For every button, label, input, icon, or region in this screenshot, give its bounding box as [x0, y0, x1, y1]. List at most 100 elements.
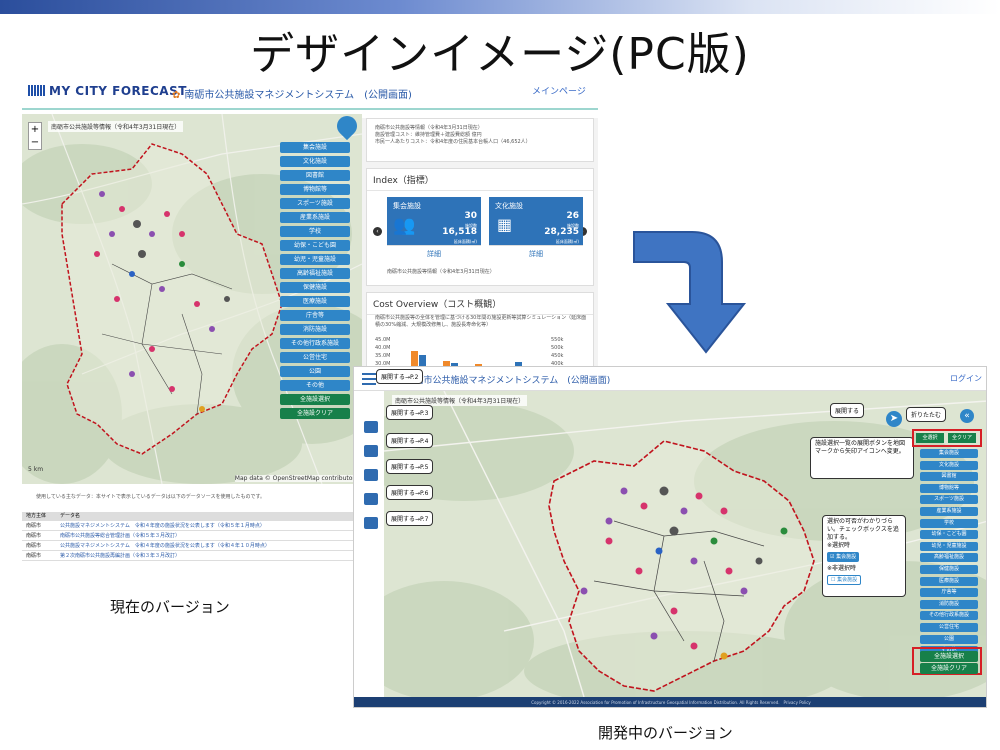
list-icon[interactable] — [364, 445, 378, 457]
select-all-facilities-button[interactable]: 全施設選択 — [280, 394, 350, 405]
facility-button[interactable]: 博物館等 — [280, 184, 350, 195]
y2-tick-label: 500k — [551, 345, 564, 351]
zoom-in-button[interactable]: + — [30, 124, 40, 135]
hamburger-menu-icon[interactable] — [362, 373, 376, 385]
info-line: 南砺市公共施設等情報（令和4年3月31日現在） — [375, 125, 483, 131]
detail-button[interactable]: 詳細 — [489, 245, 583, 261]
facility-button[interactable]: 産業系施設 — [280, 212, 350, 223]
facility-button[interactable]: 公園 — [280, 366, 350, 377]
y-tick-label: 40.0M — [375, 345, 391, 351]
current-version-screenshot: MY CITY FORECAST ✿南砺市公共施設マネジメントシステム (公開画… — [22, 78, 598, 568]
tile-count: 30 — [464, 211, 477, 221]
sources-cell[interactable]: 公共施設マネジメントシステム 令和４年度の施設状況を公表します（令和５年１月時点… — [60, 523, 265, 529]
facility-button[interactable]: 図書館 — [280, 170, 350, 181]
system-title-text: 南砺市公共施設マネジメントシステム (公開画面) — [405, 376, 611, 386]
facility-button[interactable]: 集会施設 — [920, 449, 978, 458]
zoom-control[interactable]: +− — [28, 122, 42, 150]
facility-button[interactable]: スポーツ施設 — [920, 495, 978, 505]
zoom-out-button[interactable]: − — [30, 137, 40, 148]
transition-arrow-icon — [633, 231, 747, 354]
callout-expand-p5: 展開する→P.5 — [386, 459, 434, 474]
select-all-button[interactable]: 全選択 — [916, 433, 944, 443]
facility-button[interactable]: 文化施設 — [920, 460, 978, 470]
info-line: 市民一人あたりコスト：令和4年度の住民基本台帳人口（46,652人） — [375, 139, 531, 145]
index-title: Index（指標） — [367, 169, 593, 191]
facility-button[interactable]: その他行政系施設 — [280, 338, 350, 349]
facility-button[interactable]: 高齢福祉施設 — [280, 268, 350, 279]
sources-note: 使用している主なデータ：本サイトで表示しているデータは以下のデータソースを使用し… — [36, 494, 265, 500]
clear-all-button[interactable]: 全クリア — [948, 433, 976, 443]
expand-arrow-icon[interactable]: ➤ — [886, 411, 902, 427]
chat-icon[interactable] — [364, 421, 378, 433]
facility-button[interactable]: 学校 — [920, 518, 978, 528]
facility-button[interactable]: その他 — [280, 380, 350, 391]
main-page-link[interactable]: メインページ — [532, 87, 586, 97]
facility-button[interactable]: 医療施設 — [280, 296, 350, 307]
facility-button[interactable]: 文化施設 — [280, 156, 350, 167]
callout-expand-p4: 展開する→P.4 — [386, 433, 434, 448]
facility-buttons: 集会施設文化施設図書館博物館等スポーツ施設産業系施設学校幼保・こども園幼児・児童… — [920, 449, 978, 658]
facility-button[interactable]: 医療施設 — [920, 576, 978, 586]
facility-button[interactable]: 消防施設 — [920, 599, 978, 609]
facility-button[interactable]: 保健施設 — [280, 282, 350, 293]
facility-button[interactable]: 幼児・児童施設 — [920, 541, 978, 551]
sample-unselected-text: 集会施設 — [837, 577, 858, 583]
y-tick-label: 35.0M — [375, 353, 391, 359]
brand-logo[interactable]: MY CITY FORECAST — [28, 84, 187, 98]
tile-count-unit: 施設数 — [567, 223, 579, 228]
map-data-note: 南砺市公共施設等情報（令和4年3月31日現在） — [48, 121, 184, 132]
facility-button[interactable]: その他行政系施設 — [920, 611, 978, 621]
prev-arrow-icon[interactable]: ‹ — [373, 227, 382, 236]
database-icon[interactable] — [364, 517, 378, 529]
facility-button[interactable]: 幼児・児童施設 — [280, 254, 350, 265]
facility-button[interactable]: 幼保・こども園 — [920, 530, 978, 540]
facility-button[interactable]: 幼保・こども園 — [280, 240, 350, 251]
clear-all-facilities-button[interactable]: 全施設クリア — [280, 408, 350, 419]
note-icon-change: 施設選択一覧の展開ボタンを地図マークから矢印アイコンへ変更。 — [810, 437, 914, 479]
facility-button[interactable]: 博物館等 — [920, 483, 978, 493]
facility-button[interactable]: 庁舎等 — [280, 310, 350, 321]
building-icon[interactable] — [364, 493, 378, 505]
facility-button[interactable]: スポーツ施設 — [280, 198, 350, 209]
cost-title: Cost Overview（コスト概観） — [367, 293, 593, 315]
data-sources: 使用している主なデータ：本サイトで表示しているデータは以下のデータソースを使用し… — [22, 488, 362, 568]
facility-button[interactable]: 消防施設 — [280, 324, 350, 335]
facility-button[interactable]: 公営住宅 — [920, 622, 978, 632]
detail-button[interactable]: 詳細 — [387, 245, 481, 261]
sources-cell[interactable]: 南砺市公共施設等総合管理計画（令和５年３月改訂） — [60, 533, 181, 539]
bar-chart-icon[interactable] — [364, 469, 378, 481]
callout-expand-p2: 展開する→P.2 — [376, 369, 424, 384]
login-link[interactable]: ログイン — [950, 374, 982, 383]
facility-button[interactable]: 庁舎等 — [920, 588, 978, 598]
slide-title: デザインイメージ(PC版) — [250, 29, 750, 80]
facility-button[interactable]: 集会施設 — [280, 142, 350, 153]
sources-cell[interactable]: 公共施設マネジメントシステム 令和４年度の施設状況を公表します（令和４年１０月時… — [60, 543, 270, 549]
system-title-text: 南砺市公共施設マネジメントシステム (公開画面) — [184, 90, 412, 101]
sources-cell: 南砺市 — [26, 543, 42, 549]
facility-button[interactable]: 保健施設 — [920, 564, 978, 574]
callout-collapse: 折りたたむ — [906, 407, 947, 422]
facility-button[interactable]: 学校 — [280, 226, 350, 237]
footer: Copyright © 2016-2022 Association for Pr… — [354, 697, 986, 707]
clear-all-facilities-button[interactable]: 全施設クリア — [920, 663, 978, 674]
facility-button[interactable]: 産業系施設 — [920, 506, 978, 516]
facility-map[interactable]: +− 南砺市公共施設等情報（令和4年3月31日現在） 集会施設文化施設図書館博物… — [22, 114, 362, 484]
sample-unselected-button: ☐ 集会施設 — [827, 575, 862, 585]
facility-button[interactable]: 高齢福祉施設 — [920, 553, 978, 563]
facility-button[interactable]: その他 — [920, 646, 978, 656]
facility-button[interactable]: 図書館 — [920, 472, 978, 482]
select-all-facilities-button[interactable]: 全施設選択 — [920, 651, 978, 662]
y-tick-label: 45.0M — [375, 337, 391, 343]
sources-row: 南砺市南砺市公共施設等総合管理計画（令和５年３月改訂） — [22, 532, 362, 541]
collapse-arrow-icon[interactable]: « — [960, 409, 974, 423]
highlight-bottom-buttons — [912, 647, 982, 675]
note-selected-label: ※選択時 — [827, 542, 851, 549]
tile-area: 28,235 — [544, 227, 579, 237]
map-data-note: 南砺市公共施設等情報（令和4年3月31日現在） — [392, 395, 528, 406]
tile-area-unit: 延床面積(㎡) — [453, 239, 477, 244]
sources-cell[interactable]: 第２次南砺市公共施設再編計画（令和３年３月改訂） — [60, 553, 181, 559]
facility-button[interactable]: 公営住宅 — [280, 352, 350, 363]
facility-button[interactable]: 公園 — [920, 634, 978, 644]
callout-expand-p6: 展開する→P.6 — [386, 485, 434, 500]
